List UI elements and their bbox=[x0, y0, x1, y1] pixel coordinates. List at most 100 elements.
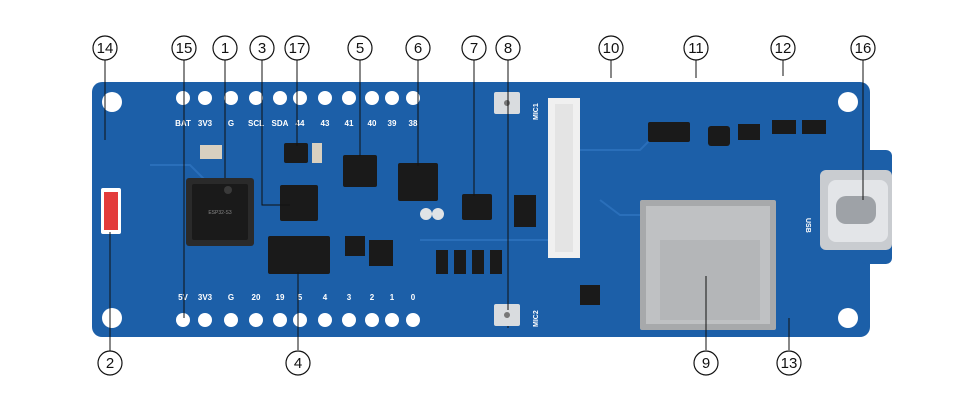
callout-12: 12 bbox=[770, 35, 796, 61]
callout-14: 14 bbox=[92, 35, 118, 61]
top-pin bbox=[176, 91, 190, 105]
bottom-pin bbox=[293, 313, 307, 327]
pin-label: G bbox=[228, 119, 234, 128]
callout-circle bbox=[598, 35, 624, 61]
pin-label: 20 bbox=[252, 293, 261, 302]
flash-chip bbox=[280, 185, 318, 221]
callout-circle bbox=[249, 35, 275, 61]
pin-label: 38 bbox=[409, 119, 418, 128]
callout-circle bbox=[284, 35, 310, 61]
callout-circle bbox=[776, 350, 802, 376]
mic1 bbox=[494, 92, 520, 114]
bottom-pin bbox=[224, 313, 238, 327]
callout-7: 7 bbox=[461, 35, 487, 61]
callout-number: 16 bbox=[855, 40, 872, 57]
pin-label: 19 bbox=[276, 293, 285, 302]
callout-11: 11 bbox=[683, 35, 709, 61]
callout-circle bbox=[405, 35, 431, 61]
top-pin bbox=[224, 91, 238, 105]
pin-label: 5V bbox=[178, 293, 188, 302]
callout-circle bbox=[495, 35, 521, 61]
callout-number: 10 bbox=[603, 40, 620, 57]
mic1-label: MIC1 bbox=[533, 103, 540, 120]
pin-label: SDA bbox=[272, 119, 289, 128]
bottom-pin bbox=[406, 313, 420, 327]
top-header-pins bbox=[176, 91, 420, 105]
mic2 bbox=[494, 304, 520, 326]
callout-number: 15 bbox=[176, 40, 193, 57]
top-pin bbox=[406, 91, 420, 105]
bottom-pin bbox=[273, 313, 287, 327]
pin-label: 5 bbox=[298, 293, 303, 302]
callout-number: 2 bbox=[106, 355, 114, 372]
top-pin bbox=[198, 91, 212, 105]
callout-circle bbox=[850, 35, 876, 61]
top-pin bbox=[365, 91, 379, 105]
callout-circle bbox=[683, 35, 709, 61]
callout-number: 6 bbox=[414, 40, 422, 57]
top-pin bbox=[249, 91, 263, 105]
callout-number: 11 bbox=[688, 40, 704, 57]
callout-circle bbox=[212, 35, 238, 61]
callout-10: 10 bbox=[598, 35, 624, 61]
callout-9: 9 bbox=[693, 350, 719, 376]
mcu-chip: ESP32-S3 bbox=[186, 178, 254, 246]
board-silkscreen-text: MIC1 MIC2 USB bbox=[533, 103, 811, 327]
pin-label: 0 bbox=[411, 293, 416, 302]
pin-label: 39 bbox=[388, 119, 397, 128]
bottom-pin bbox=[385, 313, 399, 327]
callout-leader-lines bbox=[104, 60, 864, 360]
bottom-pin bbox=[176, 313, 190, 327]
bottom-pin bbox=[342, 313, 356, 327]
callout-16: 16 bbox=[850, 35, 876, 61]
mic2-label: MIC2 bbox=[533, 310, 540, 327]
callout-circle bbox=[461, 35, 487, 61]
red-led-button bbox=[101, 188, 121, 234]
callout-number: 17 bbox=[289, 40, 306, 57]
bottom-pin bbox=[249, 313, 263, 327]
pin-label: 3V3 bbox=[198, 293, 213, 302]
mounting-holes bbox=[102, 92, 858, 328]
callout-number: 7 bbox=[470, 40, 478, 57]
pin-label: SCL bbox=[248, 119, 264, 128]
callout-number: 4 bbox=[294, 355, 302, 372]
usb-label: USB bbox=[804, 218, 811, 233]
top-pin bbox=[273, 91, 287, 105]
callout-circle bbox=[97, 350, 123, 376]
callout-circle bbox=[92, 35, 118, 61]
pin-label: 1 bbox=[390, 293, 395, 302]
callout-13: 13 bbox=[776, 350, 802, 376]
callout-circle bbox=[693, 350, 719, 376]
callout-number: 14 bbox=[97, 40, 114, 57]
callout-number: 8 bbox=[504, 40, 512, 57]
top-pin bbox=[293, 91, 307, 105]
pin-label: G bbox=[228, 293, 234, 302]
bottom-pin bbox=[198, 313, 212, 327]
top-pin bbox=[385, 91, 399, 105]
callout-circle bbox=[285, 350, 311, 376]
chip-7 bbox=[462, 194, 492, 220]
callout-number: 12 bbox=[775, 40, 792, 57]
callout-15: 15 bbox=[171, 35, 197, 61]
pin-label: 44 bbox=[296, 119, 305, 128]
callout-8: 8 bbox=[495, 35, 521, 61]
chip-6 bbox=[398, 163, 438, 201]
callout-1: 1 bbox=[212, 35, 238, 61]
chip-5 bbox=[343, 155, 377, 187]
top-pin bbox=[342, 91, 356, 105]
callout-4: 4 bbox=[285, 350, 311, 376]
pin-label: 3 bbox=[347, 293, 352, 302]
pin-label: BAT bbox=[175, 119, 191, 128]
top-pin bbox=[318, 91, 332, 105]
callout-circle bbox=[171, 35, 197, 61]
pin-label: 2 bbox=[370, 293, 375, 302]
pin-label: 40 bbox=[368, 119, 377, 128]
small-components bbox=[200, 120, 826, 305]
psram-chip bbox=[268, 236, 330, 274]
bottom-pin bbox=[365, 313, 379, 327]
pin-label: 41 bbox=[345, 119, 354, 128]
callout-number: 5 bbox=[356, 40, 364, 57]
